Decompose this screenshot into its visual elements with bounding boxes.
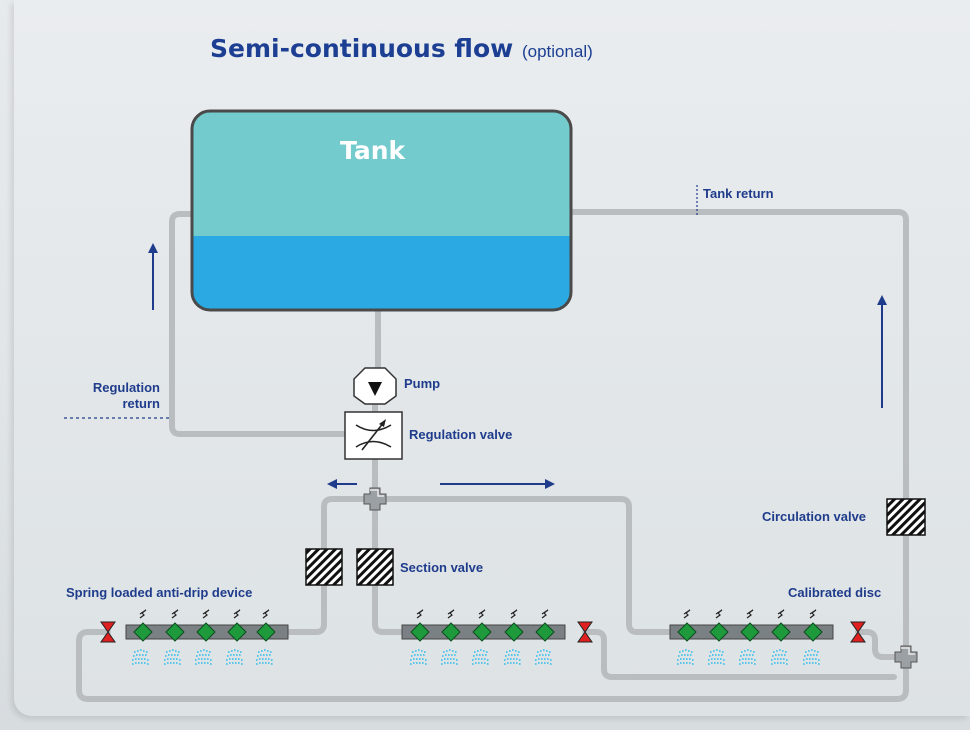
- pipe-boom-1-return: [76, 629, 909, 702]
- flow-arrows: [148, 243, 887, 489]
- pipe-tank-return: [567, 209, 909, 649]
- pipe-section-2: [372, 507, 405, 635]
- pipe-regulation-return: [169, 211, 348, 437]
- circulation-valve-icon[interactable]: [886, 498, 926, 536]
- calibrated-disc-label: Calibrated disc: [788, 585, 882, 600]
- pump-label: Pump: [404, 376, 441, 391]
- title-sub: (optional): [521, 42, 593, 61]
- title-main: Semi-continuous flow: [210, 34, 514, 63]
- page-title: Semi-continuous flow (optional): [210, 34, 593, 63]
- pipe-boom-3-return: [855, 629, 899, 660]
- circulation-valve-label: Circulation valve: [762, 509, 867, 524]
- regulation-return-line-2: return: [122, 396, 160, 411]
- tank-return-label: Tank return: [703, 186, 774, 201]
- pump-icon: [353, 367, 397, 405]
- boom-2: [401, 609, 593, 665]
- regulation-valve-icon: [344, 411, 403, 460]
- section-valve-left-icon[interactable]: [305, 548, 343, 586]
- section-valve-label: Section valve: [400, 560, 484, 575]
- pipe-section-3: [383, 496, 673, 635]
- regulation-return-label: Regulation return: [90, 380, 160, 412]
- section-valve-right-icon[interactable]: [356, 548, 394, 586]
- boom-3: [669, 609, 866, 665]
- tee-connector-icon: [363, 487, 387, 511]
- pipe-boom-2-return: [582, 629, 897, 680]
- tank: [190, 109, 573, 312]
- regulation-valve-label: Regulation valve: [409, 427, 513, 442]
- tank-label: Tank: [340, 136, 406, 165]
- regulation-return-line-1: Regulation: [92, 380, 160, 395]
- boom-1: [100, 609, 289, 665]
- tee-connector-icon: [894, 645, 918, 669]
- anti-drip-label: Spring loaded anti-drip device: [66, 585, 253, 600]
